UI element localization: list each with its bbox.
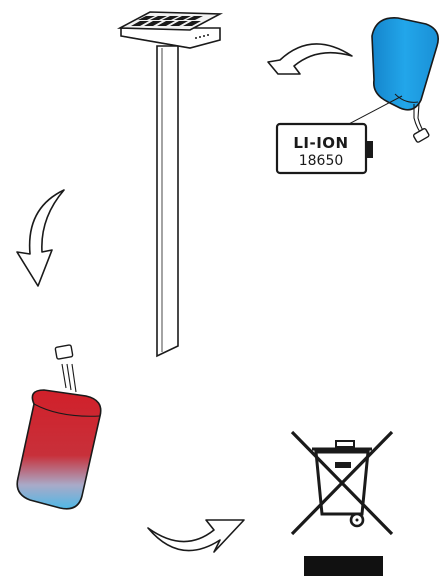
remove-old-battery-arrow <box>267 43 353 75</box>
new-battery-icon <box>371 17 439 143</box>
crossed-out-wheelie-bin-icon <box>290 430 394 576</box>
dispose-battery-arrow <box>16 189 65 287</box>
battery-model-label: 18650 <box>299 153 344 169</box>
li-ion-battery-spec-icon: LI-ION 18650 <box>275 122 373 175</box>
depleted-battery-icon <box>16 344 102 510</box>
battery-type-label: LI-ION <box>293 134 348 152</box>
solar-garden-stake-light-icon <box>116 11 224 358</box>
insert-new-battery-arrow <box>147 519 245 553</box>
